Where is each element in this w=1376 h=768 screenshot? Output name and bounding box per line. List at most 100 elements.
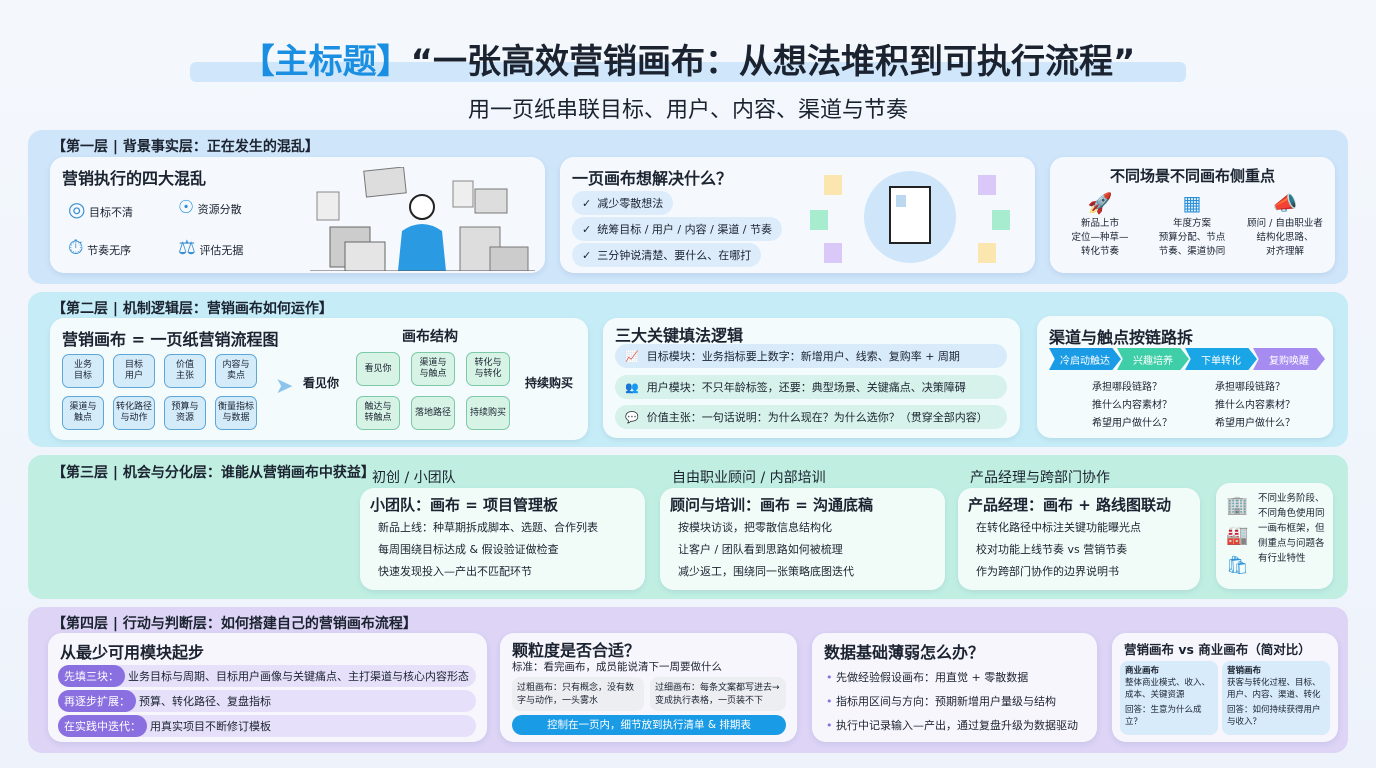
granularity-standard: 标准：看完画布，成员能说清下一周要做什么: [512, 661, 722, 673]
chaos-item: ⚖ 评估无据: [178, 235, 244, 259]
layer-1-label: 【第一层 | 背景事实层：正在发生的混乱】: [52, 139, 319, 155]
solve-card: 一页画布想解决什么？ ✓减少零散想法 ✓统筹目标 / 用户 / 内容 / 渠道 …: [560, 157, 1035, 273]
solve-item: ✓减少零散想法: [572, 191, 674, 215]
chaos-item: ⏱ 节奏无序: [68, 235, 132, 259]
page-subtitle: 用一页纸串联目标、用户、内容、渠道与节奏: [467, 98, 908, 123]
audience-heading: 自由职业顾问 / 内部培训: [672, 470, 826, 486]
chaos-card: 营销执行的四大混乱 ◎ 目标不清 ☉ 资源分散 ⏱ 节奏无序 ⚖ 评估无据: [50, 157, 545, 273]
granularity-card: 颗粒度是否合适？ 标准：看完画布，成员能说清下一周要做什么 过粗画布：只有概念，…: [500, 633, 797, 742]
audience-item: 快速发现投入—产出不匹配环节: [378, 565, 532, 578]
audience-item: 每周围绕目标达成 & 假设验证做检查: [378, 543, 559, 556]
audience-item: 按模块访谈，把零散信息结构化: [678, 521, 832, 534]
flow-module: 业务 目标: [62, 354, 104, 388]
check-icon: ✓: [582, 222, 592, 236]
industry-note-card: 🏢🏭🛍 不同业务阶段、不同角色使用同一画布框架，但侧重点与问题各有行业特性: [1216, 483, 1333, 589]
solve-item: ✓三分钟说清楚、要什么、在哪打: [572, 243, 762, 267]
stopwatch-icon: ⏱: [68, 235, 84, 259]
start-step: 在实践中迭代：用真实项目不断修订模板: [58, 715, 476, 737]
overwhelmed-person-illustration: [310, 167, 535, 271]
scales-icon: ⚖: [178, 235, 196, 259]
title-text: “一张高效营销画布：从想法堆积到可执行流程”: [410, 42, 1136, 82]
structure-node: 持续购买: [466, 396, 510, 430]
logic-title: 三大关键填法逻辑: [615, 326, 744, 345]
scene-item: 📣顾问 / 自由职业者 结构化思路、 对齐理解: [1239, 191, 1331, 257]
audience-item: 在转化路径中标注关键功能曝光点: [976, 521, 1141, 534]
granularity-title: 颗粒度是否合适？: [512, 641, 641, 660]
audience-title: 小团队：画布 = 项目管理板: [370, 496, 559, 514]
solve-title: 一页画布想解决什么？: [572, 169, 733, 188]
flow-module: 预算与 资源: [164, 396, 206, 430]
logic-item: 💬价值主张：一句话说明：为什么现在？为什么选你？（贯穿全部内容）: [615, 405, 1007, 429]
title-tag: 【主标题】: [240, 42, 411, 82]
audience-card: 小团队：画布 = 项目管理板 新品上线：种草期拆成脚本、选题、合作列表每周围绕目…: [360, 488, 645, 590]
page-title: 【主标题】“一张高效营销画布：从想法堆积到可执行流程”: [0, 34, 1376, 83]
channel-title: 渠道与触点按链路拆: [1049, 328, 1194, 347]
channel-question: 承担哪段链路？: [1092, 382, 1162, 393]
solve-item: ✓统筹目标 / 用户 / 内容 / 渠道 / 节奏: [572, 217, 783, 241]
audience-item: 让客户 / 团队看到思路如何被梳理: [678, 543, 843, 556]
compare-card: 营销画布 vs 商业画布（简对比） 商业画布整体商业模式、收入、成本、关键资源回…: [1112, 633, 1338, 742]
data-item: • 执行中记录输入—产出，通过复盘升级为数据驱动: [826, 719, 1078, 732]
chaos-title: 营销执行的四大混乱: [62, 169, 207, 188]
channel-question: 希望用户做什么？: [1215, 418, 1295, 429]
audience-item: 作为跨部门协作的边界说明书: [976, 565, 1119, 578]
flow-module: 目标 用户: [113, 354, 155, 388]
audience-card: 产品经理：画布 + 路线图联动 在转化路径中标注关键功能曝光点校对功能上线节奏 …: [958, 488, 1200, 590]
flow-title: 营销画布 = 一页纸营销流程图: [62, 330, 279, 349]
logic-card: 三大关键填法逻辑 📈目标模块：业务指标要上数字：新增用户、线索、复购率 + 周期…: [603, 318, 1020, 438]
flow-module: 转化路径 与动作: [113, 396, 155, 430]
audience-title: 产品经理：画布 + 路线图联动: [968, 496, 1172, 514]
scenes-card: 不同场景不同画布侧重点 🚀新品上市 定位—种草— 转化节奏 ▦年度方案 预算分配…: [1050, 157, 1335, 273]
channel-question: 推什么内容素材？: [1215, 400, 1295, 411]
layer-4-label: 【第四层 | 行动与判断层：如何搭建自己的营销画布流程】: [52, 616, 417, 632]
structure-node: 看见你: [356, 352, 400, 386]
chaos-item: ☉ 资源分散: [178, 197, 242, 218]
structure-node: 转化与 与转化: [466, 352, 510, 386]
fine-canvas-note: 过细画布：每条文案都写进去→变成执行表格，一页装不下: [650, 677, 786, 711]
audience-card: 顾问与培训：画布 = 沟通底稿 按模块访谈，把零散信息结构化让客户 / 团队看到…: [660, 488, 945, 590]
start-title: 从最少可用模块起步: [60, 643, 205, 662]
flow-card: 营销画布 = 一页纸营销流程图 画布结构 业务 目标目标 用户价值 主张内容与 …: [50, 318, 588, 440]
layer-3-label: 【第三层 | 机会与分化层：谁能从营销画布中获益】: [52, 465, 375, 481]
industry-note-text: 不同业务阶段、不同角色使用同一画布框架，但侧重点与问题各有行业特性: [1258, 493, 1325, 564]
channel-question: 推什么内容素材？: [1092, 400, 1172, 411]
shopping-bag-icon: 🛍: [1226, 555, 1249, 576]
users-icon: 👥: [625, 380, 639, 394]
structure-node: 渠道与 与触点: [411, 352, 455, 386]
logic-item: 📈目标模块：业务指标要上数字：新增用户、线索、复购率 + 周期: [615, 344, 1007, 368]
stage-conversion: 下单转化: [1185, 348, 1257, 370]
flow-module: 价值 主张: [164, 354, 206, 388]
rocket-icon: 🚀: [1087, 191, 1113, 215]
buildings-icon: 🏢: [1226, 495, 1249, 516]
audience-item: 减少返工，围绕同一张策略底图迭代: [678, 565, 854, 578]
audience-title: 顾问与培训：画布 = 沟通底稿: [670, 496, 874, 514]
audience-item: 校对功能上线节奏 vs 营销节奏: [976, 543, 1128, 556]
business-canvas-column: 商业画布整体商业模式、收入、成本、关键资源回答：生意为什么成立？: [1120, 661, 1218, 735]
data-title: 数据基础薄弱怎么办？: [824, 643, 985, 662]
canvas-document-illustration: [810, 171, 1010, 263]
data-card: 数据基础薄弱怎么办？ • 先做经验假设画布：用直觉 + 零散数据 • 指标用区间…: [812, 633, 1097, 742]
coarse-canvas-note: 过粗画布：只有概念，没有数字与动作，一头雾水: [512, 677, 644, 711]
granularity-tip: 控制在一页内，细节放到执行清单 & 排期表: [512, 715, 786, 735]
compare-title: 营销画布 vs 商业画布（简对比）: [1124, 642, 1311, 657]
layer-2-label: 【第二层 | 机制逻辑层：营销画布如何运作】: [52, 301, 333, 317]
start-card: 从最少可用模块起步 先填三块：业务目标与周期、目标用户画像与关键痛点、主打渠道与…: [48, 633, 487, 742]
audience-heading: 初创 / 小团队: [372, 470, 456, 486]
stage-repurchase: 复购唤醒: [1253, 348, 1325, 370]
speech-bubble-icon: 💬: [625, 410, 639, 424]
data-item: • 指标用区间与方向：预期新增用户量级与结构: [826, 695, 1056, 708]
data-item: • 先做经验假设画布：用直觉 + 零散数据: [826, 671, 1029, 684]
flow-module: 衡量指标 与数据: [215, 396, 257, 430]
channel-question: 希望用户做什么？: [1092, 418, 1172, 429]
scenes-title: 不同场景不同画布侧重点: [1109, 167, 1275, 185]
audience-item: 新品上线：种草期拆成脚本、选题、合作列表: [378, 521, 598, 534]
megaphone-user-icon: 📣: [1272, 191, 1298, 215]
structure-node: 触达与 转触点: [356, 396, 400, 430]
growth-chart-icon: 📈: [625, 349, 639, 363]
scattered-coins-icon: ☉: [178, 197, 195, 218]
calendar-icon: ▦: [1182, 191, 1202, 215]
structure-node: 落地路径: [411, 396, 455, 430]
structure-start: 看见你: [303, 376, 340, 390]
start-step: 再逐步扩展：预算、转化路径、复盘指标: [58, 690, 476, 712]
check-icon: ✓: [582, 248, 592, 262]
